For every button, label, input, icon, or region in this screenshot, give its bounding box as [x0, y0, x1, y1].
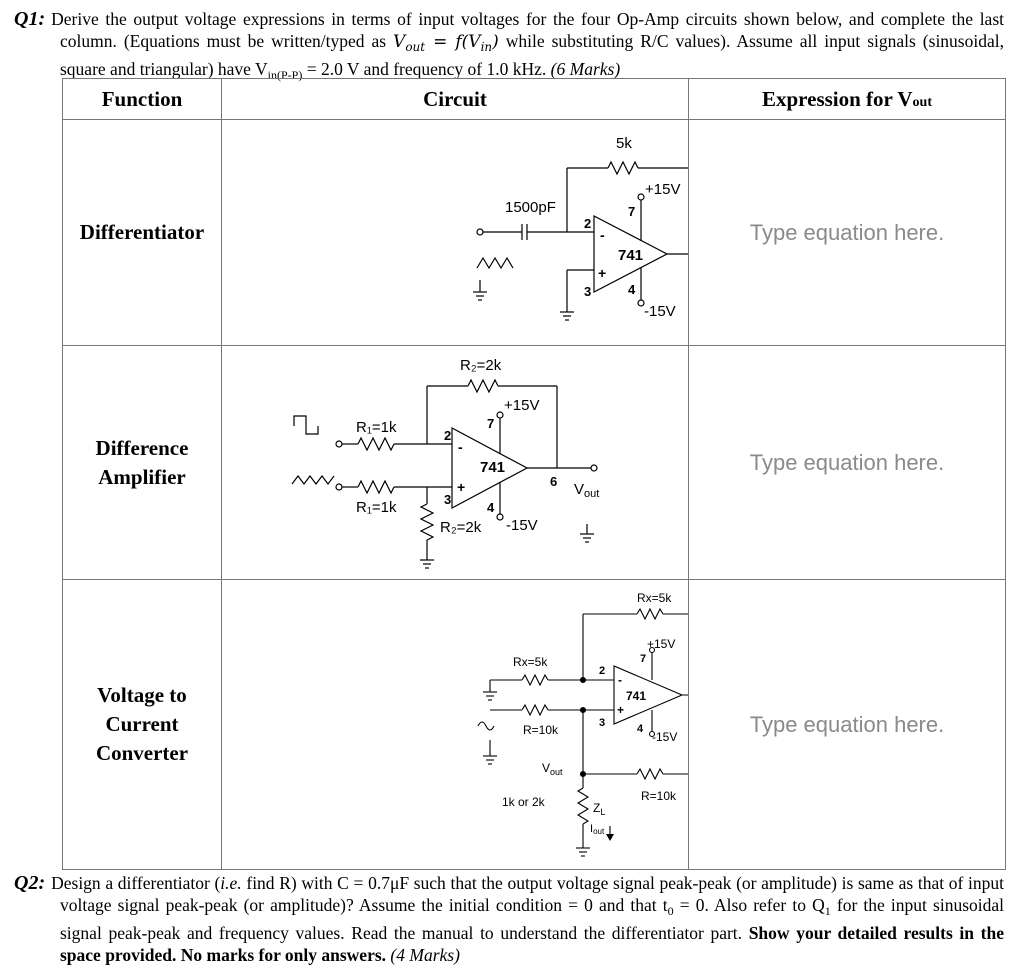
diffamp-minus: -: [458, 439, 463, 455]
table-row-differentiator: Differentiator: [62, 119, 1006, 346]
expression-differentiator[interactable]: Type equation here.: [688, 119, 1006, 346]
conv-rx-in: Rx=5k: [513, 655, 548, 669]
expression-difference[interactable]: Type equation here.: [688, 345, 1006, 580]
diffamp-pin6: 6: [550, 474, 557, 489]
diffamp-pin3: 3: [444, 492, 451, 507]
conv-rx-top: Rx=5k: [637, 591, 672, 605]
conv-pin7: 7: [640, 653, 646, 665]
expression-converter[interactable]: Type equation here.: [688, 579, 1006, 870]
header-circuit: Circuit: [221, 78, 689, 120]
conv-iout: Iout: [590, 823, 605, 836]
circuit-difference: R₂=2k R₁=1k R₁=1k R₂=2k +15V -15V 741 2 …: [221, 345, 689, 580]
diff-minus: -: [600, 227, 605, 243]
conv-minus: -: [618, 673, 622, 687]
diffamp-vneg: -15V: [506, 517, 538, 534]
diffamp-pin2: 2: [444, 428, 451, 443]
diffamp-vout: Vout: [574, 481, 599, 500]
q2-number: Q2:: [14, 872, 46, 894]
diffamp-pin7: 7: [487, 416, 494, 431]
q1-text-c: = 2.0 V and frequency of 1.0 kHz.: [302, 59, 551, 79]
circuit-converter: Rx=5k Rx=5k R=10k R=10k +15V -15V 741 2 …: [221, 579, 722, 870]
conv-pin2: 2: [599, 665, 605, 677]
diffamp-vpos: +15V: [504, 397, 539, 414]
diffamp-r2-bot: R₂=2k: [440, 519, 482, 536]
q1-equation: Vout = f(Vin): [393, 32, 499, 54]
diffamp-r1-bot: R₁=1k: [356, 499, 397, 516]
conv-plus: +: [617, 703, 624, 717]
conv-pin4: 4: [637, 723, 644, 735]
conv-r-fb: R=10k: [641, 789, 677, 803]
q2-marks: (4 Marks): [386, 945, 460, 965]
diffamp-plus: +: [457, 479, 465, 495]
q2-bold-instruction: Show your detailed results in the space …: [60, 923, 1004, 965]
conv-vneg: -15V: [652, 730, 677, 744]
diff-feedback-label: 5k: [616, 135, 632, 152]
diff-vpos-label: +15V: [645, 181, 680, 198]
conv-zl: ZL: [593, 801, 605, 817]
diff-plus: +: [598, 265, 606, 281]
diff-pin3: 3: [584, 284, 591, 299]
diffamp-pin4: 4: [487, 500, 495, 515]
conv-r-in: R=10k: [523, 723, 559, 737]
diffamp-r1-top: R₁=1k: [356, 419, 397, 436]
diff-vneg-label: -15V: [644, 303, 676, 320]
diff-opamp-label: 741: [618, 247, 643, 264]
diff-pin2: 2: [584, 216, 591, 231]
table-header-row: Function Circuit Expression for Vout: [62, 78, 1006, 120]
conv-opamp: 741: [626, 689, 646, 703]
converter-schematic: Rx=5k Rx=5k R=10k R=10k +15V -15V 741 2 …: [477, 591, 722, 857]
conv-vpos: +15V: [647, 637, 675, 651]
circuit-table: Function Circuit Expression for Vout Dif…: [62, 78, 1006, 870]
q1-marks: (6 Marks): [550, 59, 621, 79]
diffamp-opamp: 741: [480, 459, 505, 476]
diff-cap-label: 1500pF: [505, 199, 556, 216]
difference-schematic: R₂=2k R₁=1k R₁=1k R₂=2k +15V -15V 741 2 …: [291, 357, 599, 569]
diff-pin4: 4: [628, 282, 636, 297]
function-differentiator: Differentiator: [62, 119, 222, 346]
q1-number: Q1:: [14, 8, 46, 30]
differentiator-schematic: 5k 1500pF +15V -15V 741 2 3 4 6 7 - + Vo…: [473, 135, 746, 325]
circuit-differentiator: 5k 1500pF +15V -15V 741 2 3 4 6 7 - + Vo…: [221, 119, 746, 346]
conv-load: 1k or 2k: [502, 795, 546, 809]
diffamp-r2-top: R₂=2k: [460, 357, 502, 374]
q1-text-a: Derive the output voltage expressions in…: [51, 9, 1004, 51]
diff-pin7: 7: [628, 204, 635, 219]
header-expression: Expression for Vout: [688, 78, 1006, 120]
conv-pin3: 3: [599, 717, 605, 729]
question-2: Q2:Design a differentiator (i.e. find R)…: [14, 872, 1005, 965]
header-function: Function: [62, 78, 222, 120]
conv-vout: Vout: [542, 761, 563, 777]
q1-text-b: while substituting R/C values). Assume a…: [60, 31, 1004, 79]
question-1: Q1:Derive the output voltage expressions…: [14, 8, 1004, 86]
